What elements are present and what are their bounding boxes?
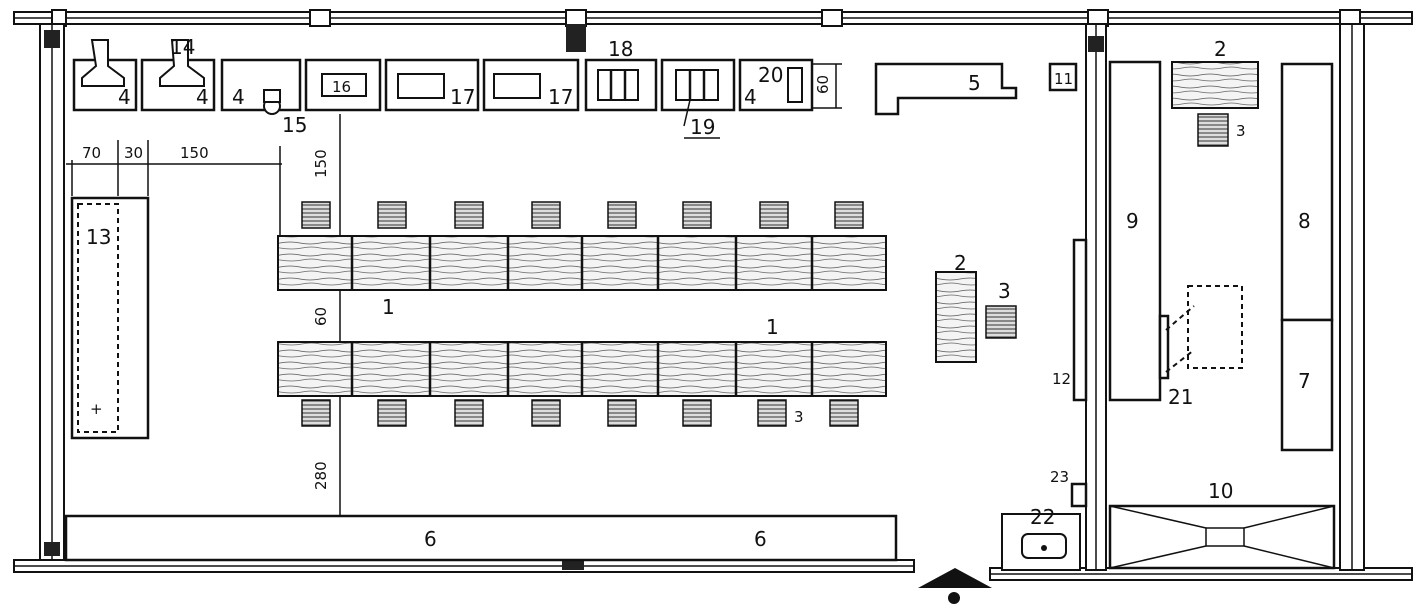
item-13-mark: + xyxy=(90,400,103,418)
workbench-row-1: 1 xyxy=(277,235,887,319)
shelf-6b-label: 6 xyxy=(754,527,767,551)
item-10-label: 10 xyxy=(1208,479,1233,503)
cabinet-7-label: 7 xyxy=(1298,369,1311,393)
workbench-1-label: 1 xyxy=(382,295,395,319)
item-18-label: 18 xyxy=(608,37,633,61)
right-room: 9 12 2 3 8 7 21 10 23 22 xyxy=(1001,37,1336,571)
wall-shelf-6: 6 6 xyxy=(64,514,898,562)
teacher-area: 2 3 xyxy=(935,251,1017,363)
item-16-label: 16 xyxy=(332,78,351,96)
dim-280: 280 xyxy=(312,461,330,490)
cabinet-3-label: 4 xyxy=(232,85,245,109)
dim-30: 30 xyxy=(124,144,143,162)
item-15-label: 15 xyxy=(282,113,307,137)
dim-60-gap: 60 xyxy=(312,307,330,326)
item-17a-label: 17 xyxy=(450,85,475,109)
cabinet-8-label: 8 xyxy=(1298,209,1311,233)
item-17b-label: 17 xyxy=(548,85,573,109)
item-23-label: 23 xyxy=(1050,468,1069,486)
room-stool-label: 3 xyxy=(1236,122,1246,140)
cabinet-9-label: 9 xyxy=(1126,209,1139,233)
dim-70: 70 xyxy=(82,144,101,162)
top-cabinet-row: 4 4 14 4 15 16 17 17 18 19 4 20 xyxy=(72,35,1078,139)
desk-label: 2 xyxy=(954,251,967,275)
cabinet-1-label: 4 xyxy=(118,85,131,109)
stool-label: 3 xyxy=(794,408,804,426)
stools-top xyxy=(301,201,864,229)
cabinet-4-label: 4 xyxy=(744,85,757,109)
item-12-label: 12 xyxy=(1052,370,1071,388)
item-21-label: 21 xyxy=(1168,385,1193,409)
dim-cabinet-60: 60 xyxy=(814,75,832,94)
desk-stool-label: 3 xyxy=(998,279,1011,303)
item-13-cabinet: 13 + xyxy=(70,196,150,440)
item-20-label: 20 xyxy=(758,63,783,87)
item-19-label: 19 xyxy=(690,115,715,139)
cabinet-2-label: 4 xyxy=(196,85,209,109)
item-11-label: 11 xyxy=(1054,70,1073,88)
item-14-label: 14 xyxy=(170,35,195,59)
item-22-label: 22 xyxy=(1030,505,1055,529)
workbench-row-2: 1 xyxy=(277,315,887,397)
entrance-marker xyxy=(918,568,992,604)
dim-150-v: 150 xyxy=(312,149,330,178)
teacher-desk-label: 5 xyxy=(968,71,981,95)
dim-150-h: 150 xyxy=(180,144,209,162)
shelf-6a-label: 6 xyxy=(424,527,437,551)
room-desk-label: 2 xyxy=(1214,37,1227,61)
stools-bottom: 3 xyxy=(301,399,859,427)
workbench-2-label: 1 xyxy=(766,315,779,339)
item-13-label: 13 xyxy=(86,225,111,249)
